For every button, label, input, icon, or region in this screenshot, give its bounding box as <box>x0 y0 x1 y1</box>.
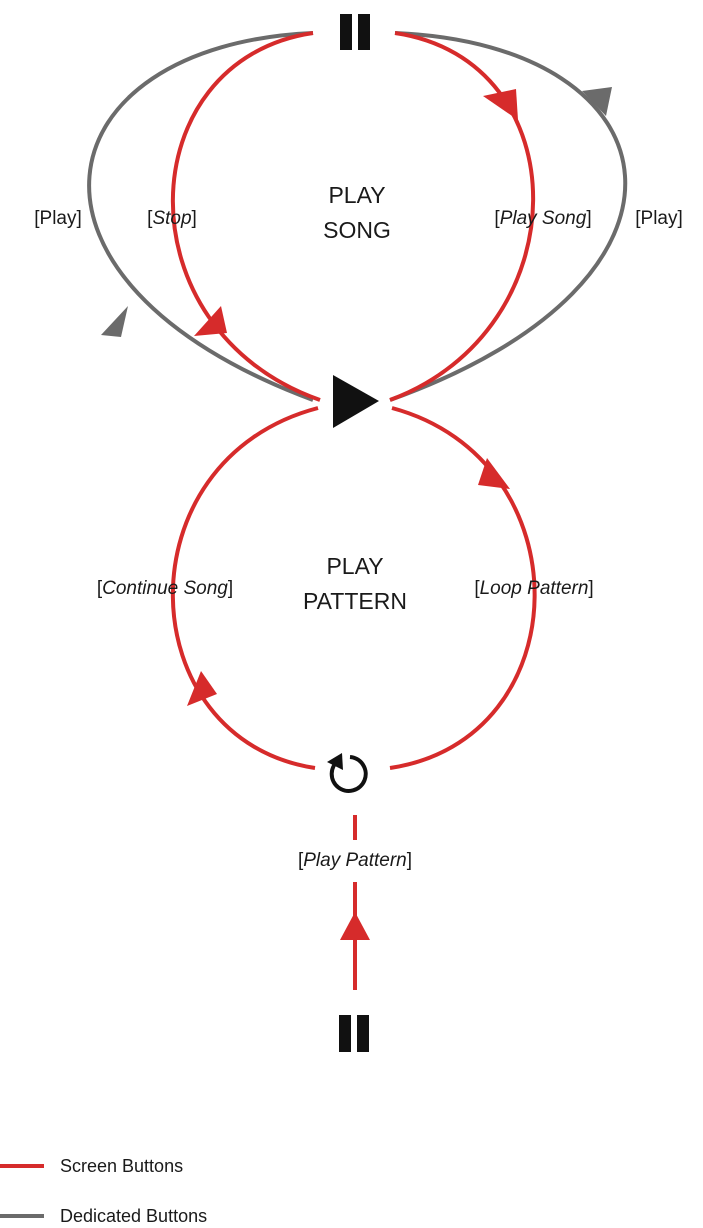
arrow-stop <box>194 306 227 336</box>
arrow-continue-song <box>187 671 217 706</box>
label-play-left: [Play] <box>34 208 82 229</box>
pause-icon-bottom[interactable] <box>339 1015 369 1052</box>
label-stop: [Stop] <box>147 208 197 229</box>
play-icon[interactable] <box>333 375 379 428</box>
song-loop <box>170 31 536 402</box>
state-play-pattern-line1: PLAY <box>326 553 383 579</box>
legend-screen-label: Screen Buttons <box>60 1156 183 1176</box>
legend-dedicated-label: Dedicated Buttons <box>60 1206 207 1226</box>
label-play-right: [Play] <box>635 208 683 229</box>
pattern-arc-right <box>389 406 537 770</box>
arrow-play-pattern <box>340 912 370 940</box>
song-arc-left <box>170 31 321 402</box>
arrow-play-song <box>483 89 518 120</box>
arrow-dedicated-left <box>101 306 128 337</box>
label-loop-pattern: [Loop Pattern] <box>474 578 593 599</box>
state-play-song-line2: SONG <box>323 217 391 243</box>
arrow-loop-pattern <box>478 458 510 489</box>
label-play-pattern: [Play Pattern] <box>298 850 412 871</box>
arrow-dedicated-right <box>582 87 612 116</box>
label-continue-song: [Continue Song] <box>97 578 233 599</box>
song-arc-right <box>389 31 536 402</box>
state-play-pattern-line2: PATTERN <box>303 588 407 614</box>
dedicated-loop <box>87 31 627 402</box>
state-play-song-line1: PLAY <box>328 182 385 208</box>
pause-icon-top[interactable] <box>340 14 370 50</box>
dedicated-arc-top-right <box>389 31 627 402</box>
loop-icon[interactable] <box>327 753 368 793</box>
legend: Screen Buttons Dedicated Buttons <box>0 1156 207 1226</box>
pattern-loop <box>170 406 537 990</box>
dedicated-arc-top-left <box>87 31 314 402</box>
pattern-arc-left <box>170 406 319 770</box>
label-play-song: [Play Song] <box>494 208 591 229</box>
